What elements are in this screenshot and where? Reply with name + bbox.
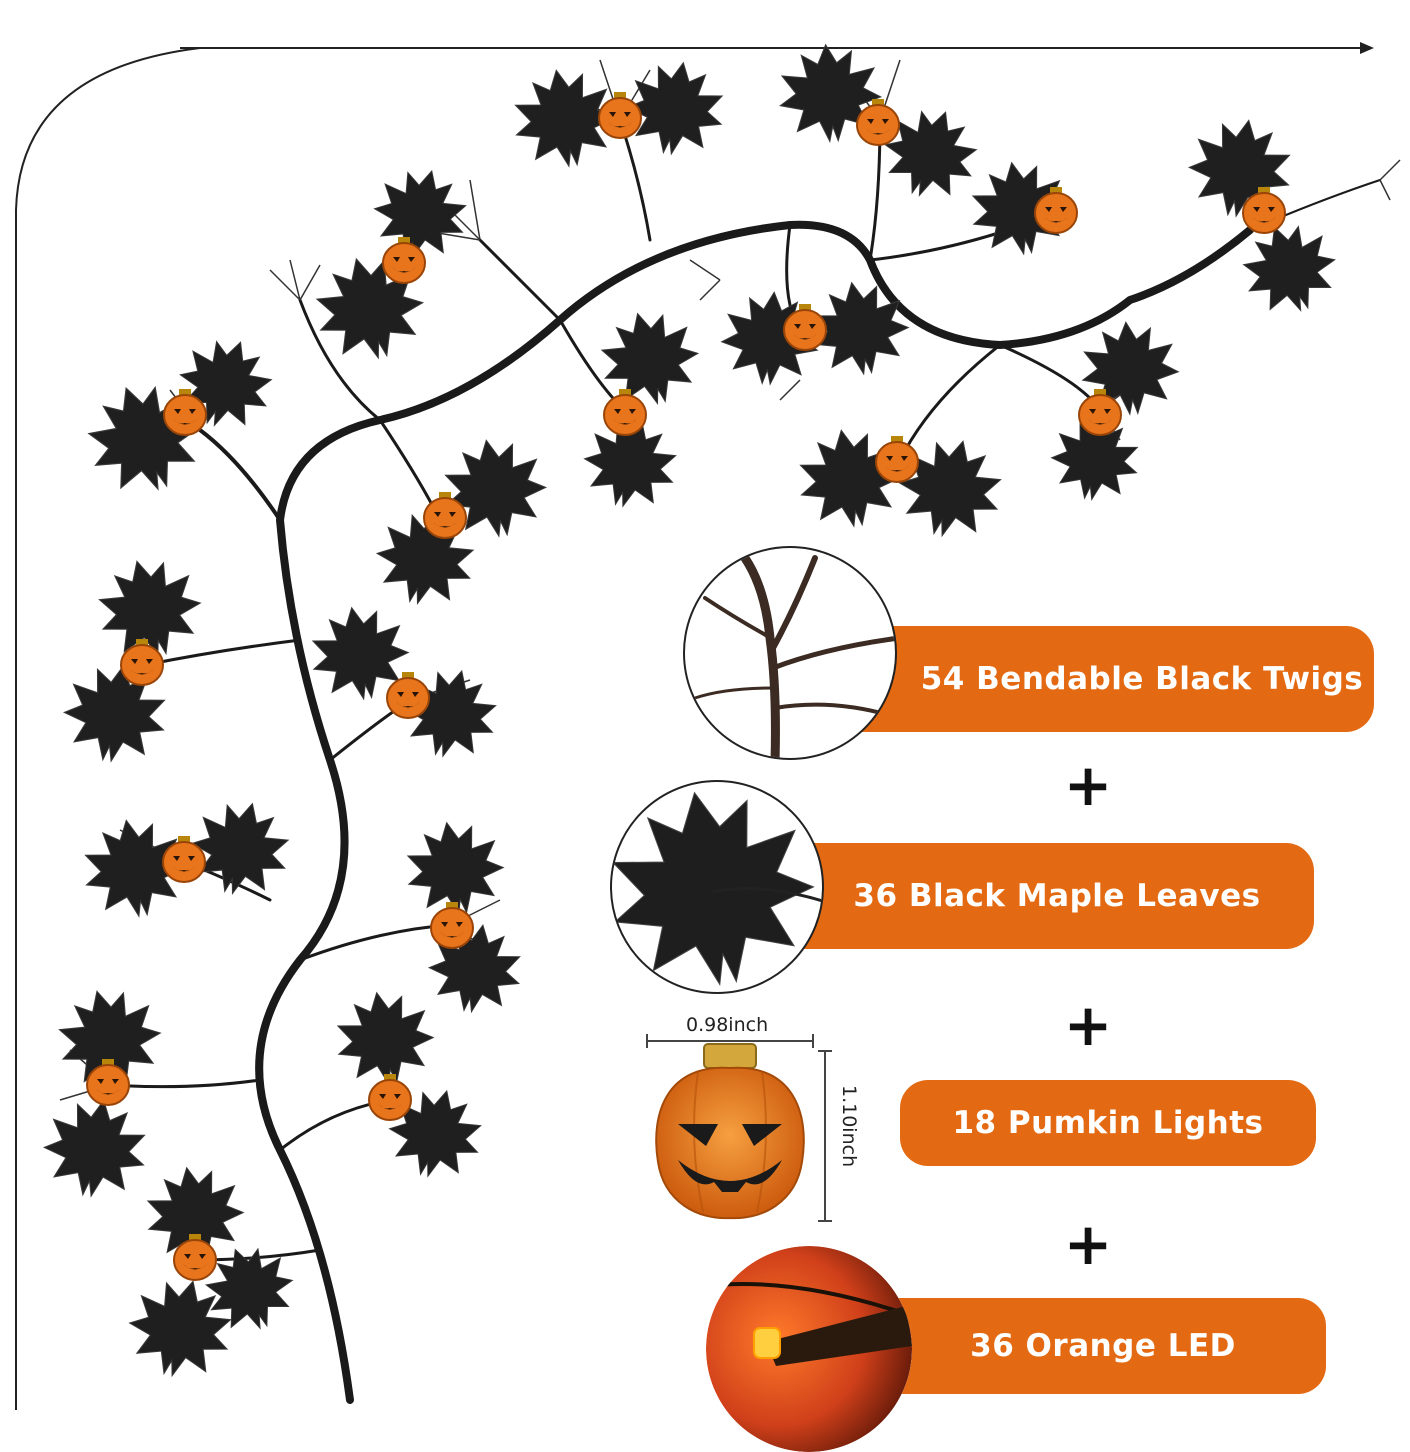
plus-separator-2: + <box>1063 991 1113 1059</box>
feature-led-text: 36 Orange LED <box>970 1328 1236 1364</box>
led-detail-circle <box>706 1246 912 1452</box>
garland-illustration <box>15 39 1401 1410</box>
width-dimension-tick-right <box>812 1034 814 1048</box>
height-dimension-tick-top <box>818 1050 832 1052</box>
branch-icon <box>693 553 895 758</box>
height-dimension-tick-bottom <box>818 1220 832 1222</box>
twigs-detail-circle <box>683 546 897 760</box>
plus-separator-1: + <box>1063 751 1113 819</box>
leaves-detail-circle <box>610 780 824 994</box>
feature-leaves-label: 36 Black Maple Leaves <box>800 843 1314 949</box>
pumpkin-icon <box>655 1043 805 1220</box>
feature-twigs-label: 54 Bendable Black Twigs <box>860 626 1374 732</box>
width-dimension-line <box>646 1040 814 1042</box>
height-dimension-line <box>824 1050 826 1222</box>
feature-leaves-text: 36 Black Maple Leaves <box>853 878 1261 914</box>
width-dimension-tick-left <box>646 1034 648 1048</box>
led-bulb-icon <box>706 1246 912 1452</box>
width-dimension-label: 0.98inch <box>686 1014 769 1036</box>
maple-leaf-icon <box>612 782 822 992</box>
feature-pumpkin-lights-label: 18 Pumkin Lights <box>900 1080 1316 1166</box>
feature-twigs-text: 54 Bendable Black Twigs <box>920 661 1364 697</box>
feature-led-label: 36 Orange LED <box>880 1298 1326 1394</box>
plus-separator-3: + <box>1063 1210 1113 1278</box>
feature-pumpkin-lights-text: 18 Pumkin Lights <box>952 1105 1264 1141</box>
height-dimension-label: 1.10inch <box>838 1085 860 1168</box>
